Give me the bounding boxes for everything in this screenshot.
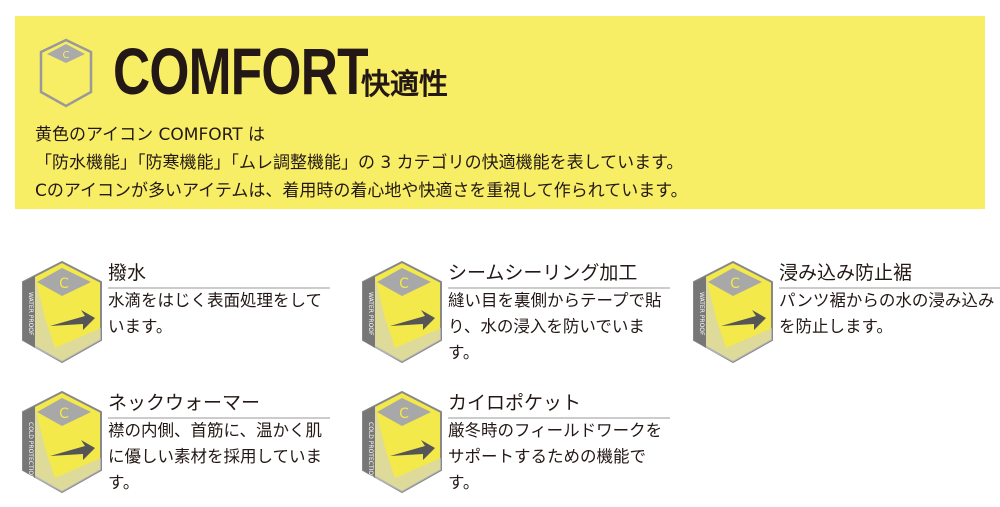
feature-item: C WATER PROOF 撥水 水滴をはじく表面処理をしています。 xyxy=(15,258,335,368)
feature-name: カイロポケット xyxy=(448,388,670,419)
feature-item: C COLD PROTECTION カイロポケット 厳冬時のフィールドワークをサ… xyxy=(355,388,675,498)
feature-description: 縫い目を裏側からテープで貼り、水の浸入を防いでいます。 xyxy=(448,291,662,362)
svg-text:C: C xyxy=(59,406,69,422)
page-subtitle: 快適性 xyxy=(361,67,449,101)
feature-item: C COLD PROTECTION ネックウォーマー 襟の内側、首筋に、温かく肌… xyxy=(15,388,335,498)
hem-guard-icon: C WATER PROOF xyxy=(693,260,773,364)
description: 黄色のアイコン COMFORT は 「防水機能」「防寒機能」「ムレ調整機能」の … xyxy=(35,121,688,205)
feature-item: C WATER PROOF シームシーリング加工 縫い目を裏側からテープで貼り、… xyxy=(355,258,675,368)
description-line: Cのアイコンが多いアイテムは、着用時の着心地や快適さを重視して作られています。 xyxy=(35,181,688,201)
comfort-banner: C COMFORT 快適性 黄色のアイコン COMFORT は 「防水機能」「防… xyxy=(15,16,985,209)
svg-text:WATER PROOF: WATER PROOF xyxy=(698,292,705,336)
page-title: COMFORT xyxy=(113,34,369,108)
svg-text:C: C xyxy=(399,276,409,292)
svg-text:COLD PROTECTION: COLD PROTECTION xyxy=(367,422,374,480)
svg-text:WATER PROOF: WATER PROOF xyxy=(27,292,34,336)
svg-text:C: C xyxy=(59,276,69,292)
description-line: 黄色のアイコン COMFORT は xyxy=(35,125,265,145)
feature-name: 撥水 xyxy=(108,258,330,289)
feature-description: パンツ裾からの水の浸み込みを防止します。 xyxy=(779,291,995,336)
svg-text:C: C xyxy=(730,276,740,292)
feature-name: シームシーリング加工 xyxy=(448,258,670,289)
warmer-pocket-icon: C COLD PROTECTION xyxy=(362,390,442,494)
description-line: 「防水機能」「防寒機能」「ムレ調整機能」の 3 カテゴリの快適機能を表しています… xyxy=(35,153,684,173)
svg-text:C: C xyxy=(63,50,70,61)
feature-name: 浸み込み防止裾 xyxy=(779,258,1000,289)
feature-item: C WATER PROOF 浸み込み防止裾 パンツ裾からの水の浸み込みを防止しま… xyxy=(686,258,1000,368)
svg-text:COLD PROTECTION: COLD PROTECTION xyxy=(27,422,34,480)
neck-warmer-icon: C COLD PROTECTION xyxy=(22,390,102,494)
water-repellent-icon: C WATER PROOF xyxy=(22,260,102,364)
svg-text:C: C xyxy=(399,406,409,422)
feature-name: ネックウォーマー xyxy=(108,388,330,419)
svg-text:WATER PROOF: WATER PROOF xyxy=(367,292,374,336)
feature-description: 襟の内側、首筋に、温かく肌に優しい素材を採用しています。 xyxy=(108,421,323,492)
feature-description: 厳冬時のフィールドワークをサポートするための機能です。 xyxy=(448,421,663,492)
feature-description: 水滴をはじく表面処理をしています。 xyxy=(108,291,323,336)
seam-sealing-icon: C WATER PROOF xyxy=(362,260,442,364)
comfort-cube-icon: C xyxy=(39,38,93,108)
